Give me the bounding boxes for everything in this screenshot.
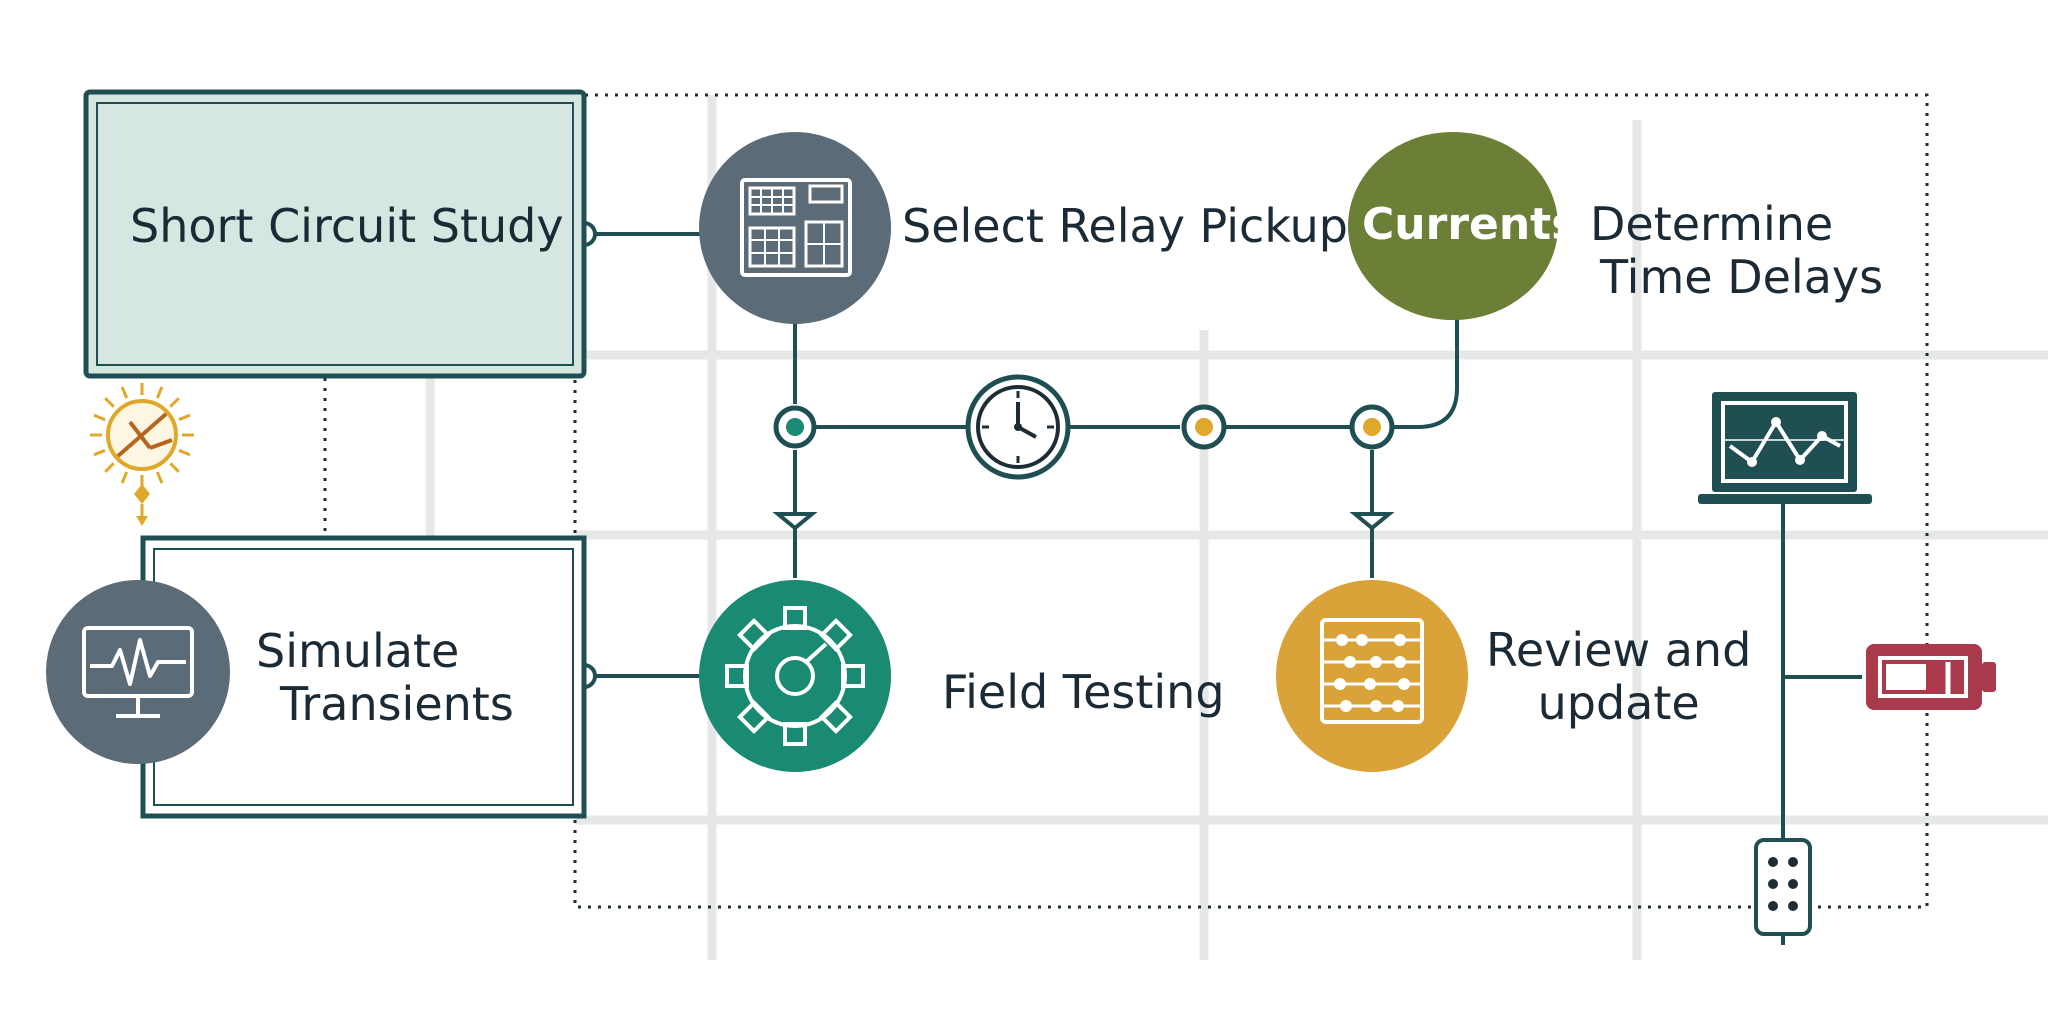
sun-ray [104, 397, 115, 408]
step-field-testing: Field Testing [942, 665, 1225, 719]
down-arrows [772, 512, 1395, 531]
step-review-and-update: Review and update [1486, 624, 1751, 730]
sun-ray [104, 462, 115, 473]
step-currents: Currents [1362, 199, 1578, 250]
review-line-2: update [1537, 675, 1700, 730]
abacus-icon [1276, 580, 1468, 772]
sun-ray [120, 386, 129, 399]
sun-ray [155, 471, 164, 484]
step-determine-time-delays: Determine Time Delays [1590, 198, 1883, 304]
waveform-monitor-icon [46, 580, 230, 764]
simulate-line-2: Transients [280, 676, 514, 731]
determine-line-1: Determine [1590, 197, 1834, 251]
simulate-line-1: Simulate [256, 624, 460, 678]
laptop-chart-icon [1698, 392, 1872, 504]
dotted-region [573, 93, 1929, 909]
sun-ray [155, 386, 164, 399]
sun-ray [120, 471, 129, 484]
sun-ray [93, 448, 106, 457]
remote-control-icon [1754, 838, 1812, 945]
step-simulate-transients: Simulate Transients [256, 625, 514, 731]
sun-ray [93, 413, 106, 422]
sun-ray [178, 448, 191, 457]
sun-ray [178, 413, 191, 422]
determine-line-2: Time Delays [1600, 249, 1884, 304]
step-short-circuit-study: Short Circuit Study [130, 199, 564, 253]
sun-ray [169, 462, 180, 473]
review-line-1: Review and [1486, 623, 1752, 677]
analog-clock-icon [965, 374, 1071, 480]
sun-relay-icon [90, 383, 194, 526]
connectors [584, 232, 1862, 915]
gear-icon [699, 580, 891, 772]
table-grid-icon [699, 132, 891, 324]
battery-icon [1866, 644, 1996, 710]
sun-ray [169, 397, 180, 408]
step-select-relay-pickup: Select Relay Pickup [902, 199, 1348, 253]
short-circuit-box [83, 89, 587, 379]
currents-circle [1348, 132, 1558, 320]
